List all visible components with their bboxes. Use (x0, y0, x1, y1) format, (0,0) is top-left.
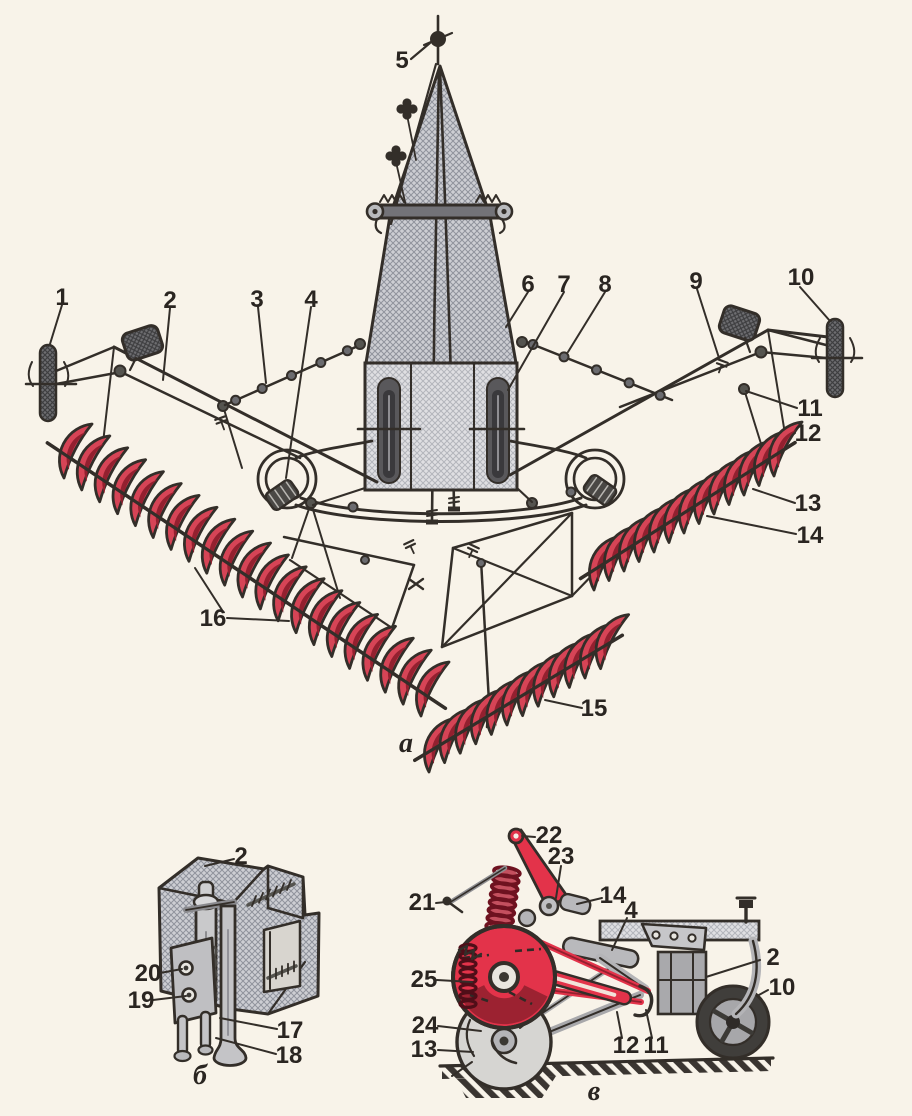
svg-text:3: 3 (250, 286, 263, 313)
svg-text:6: 6 (521, 271, 534, 298)
svg-text:21: 21 (409, 889, 436, 916)
svg-text:10: 10 (769, 974, 796, 1001)
svg-text:5: 5 (395, 47, 408, 74)
svg-text:23: 23 (548, 843, 575, 870)
svg-text:22: 22 (536, 822, 563, 849)
svg-text:1: 1 (55, 284, 68, 311)
svg-text:2: 2 (163, 287, 176, 314)
svg-text:14: 14 (797, 522, 824, 549)
svg-text:7: 7 (557, 271, 570, 298)
svg-text:14: 14 (600, 882, 627, 909)
svg-text:13: 13 (411, 1036, 438, 1063)
svg-text:4: 4 (304, 286, 318, 313)
svg-text:20: 20 (135, 960, 162, 987)
svg-text:11: 11 (797, 395, 822, 422)
svg-text:2: 2 (234, 843, 247, 870)
svg-text:9: 9 (689, 268, 702, 295)
svg-text:24: 24 (412, 1012, 439, 1039)
svg-text:18: 18 (276, 1042, 303, 1069)
svg-text:19: 19 (128, 987, 155, 1014)
svg-text:10: 10 (788, 264, 815, 291)
svg-text:12: 12 (795, 420, 822, 447)
svg-text:2: 2 (766, 944, 779, 971)
svg-text:11: 11 (643, 1032, 668, 1059)
svg-text:в: в (588, 1076, 601, 1107)
svg-text:12: 12 (613, 1032, 640, 1059)
svg-text:17: 17 (277, 1017, 304, 1044)
svg-text:8: 8 (598, 271, 611, 298)
svg-text:б: б (193, 1060, 208, 1091)
svg-text:15: 15 (581, 695, 608, 722)
svg-text:а: а (399, 728, 413, 759)
svg-text:13: 13 (795, 490, 822, 517)
svg-text:4: 4 (624, 897, 638, 924)
svg-text:16: 16 (200, 605, 227, 632)
svg-text:25: 25 (411, 966, 438, 993)
